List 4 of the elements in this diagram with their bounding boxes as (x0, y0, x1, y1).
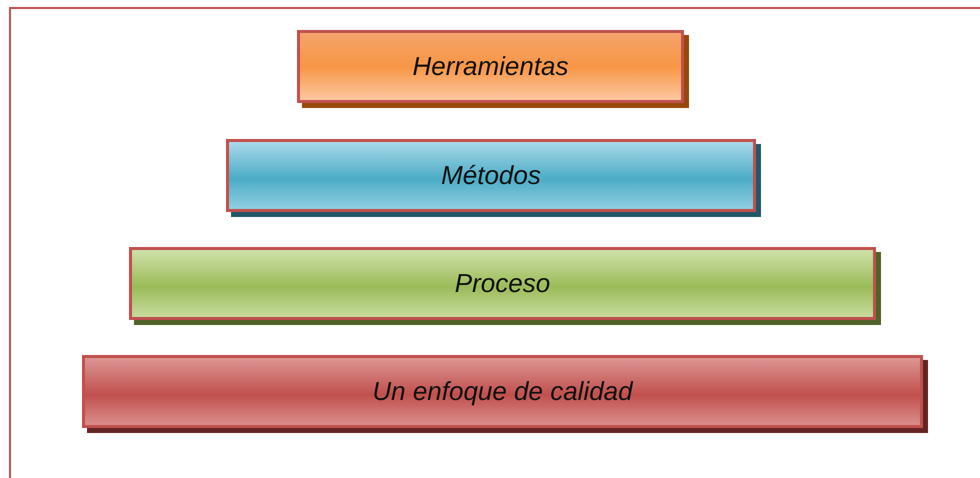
layer-label: Proceso (454, 268, 550, 299)
layer-label: Herramientas (412, 51, 569, 82)
layer-label: Métodos (441, 160, 541, 191)
layer-label: Un enfoque de calidad (372, 376, 633, 407)
